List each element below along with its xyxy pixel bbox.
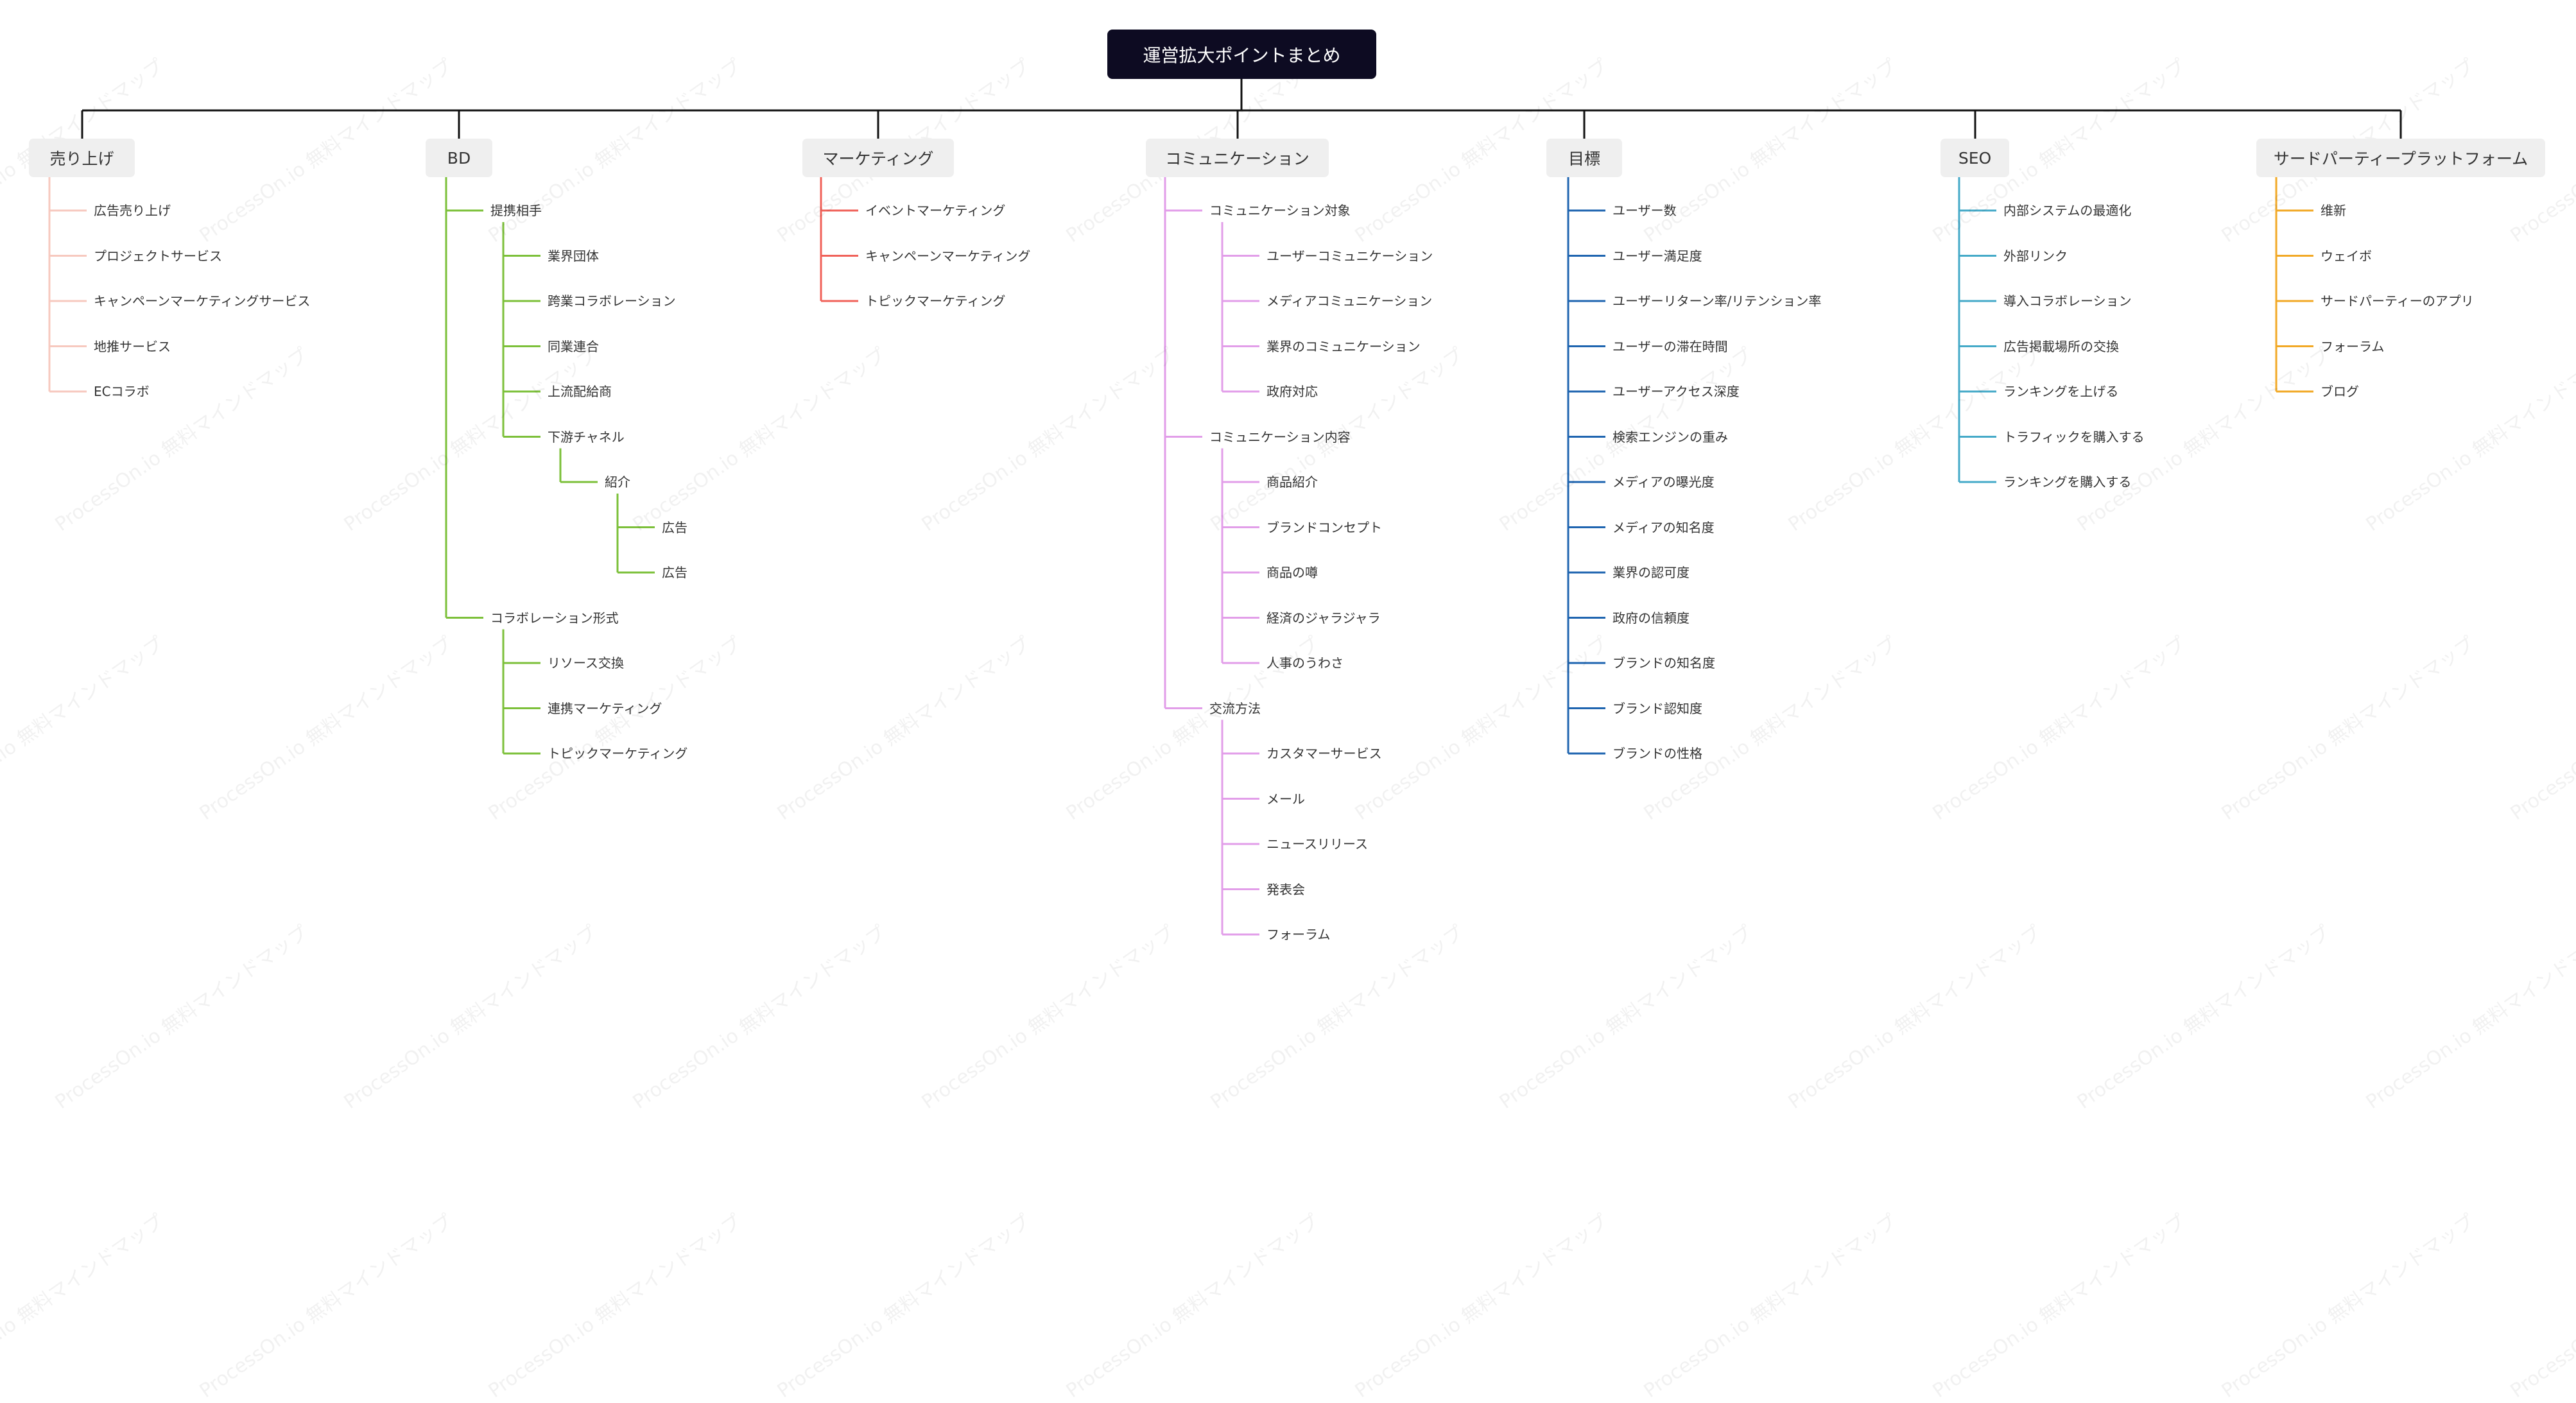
topic-node[interactable]: 提携相手 (490, 203, 542, 218)
topic-node[interactable]: 下游チャネル (548, 429, 625, 445)
watermark-text: ProcessOn.io 無料マインドマップ (1639, 1210, 1901, 1403)
topic-node[interactable]: コミュニケーション内容 (1209, 429, 1351, 445)
topic-node[interactable]: ユーザーの滞在時間 (1612, 338, 1728, 354)
topic-node[interactable]: 人事のうわさ (1266, 655, 1344, 671)
topic-node[interactable]: 連携マーケティング (548, 700, 662, 716)
topic-node[interactable]: フォーラム (2321, 338, 2385, 354)
topic-node[interactable]: ブランドの性格 (1612, 746, 1702, 761)
branch-third-party-platform[interactable]: サードパーティープラットフォーム (2256, 139, 2545, 177)
watermark-text: ProcessOn.io 無料マインドマップ (1351, 1210, 1612, 1403)
root-topic[interactable]: 運営拡大ポイントまとめ (1107, 30, 1376, 79)
topic-node[interactable]: ユーザーアクセス深度 (1612, 384, 1740, 399)
topic-node[interactable]: トラフィックを購入する (2003, 429, 2145, 445)
topic-node[interactable]: 導入コラボレーション (2003, 293, 2132, 309)
branch-bd[interactable]: BD (426, 139, 492, 177)
topic-node[interactable]: ウェイボ (2321, 248, 2372, 264)
topic-node[interactable]: 広告 (662, 519, 687, 535)
topic-node[interactable]: メディアの知名度 (1612, 519, 1715, 535)
connector-lines (48, 79, 2402, 936)
topic-node[interactable]: キャンペーンマーケティングサービス (94, 293, 311, 309)
topic-node[interactable]: 業界のコミュニケーション (1266, 338, 1421, 354)
topic-node[interactable]: ブランドコンセプト (1266, 519, 1382, 535)
topic-node[interactable]: 地推サービス (94, 338, 171, 354)
watermark-text: ProcessOn.io 無料マインドマップ (773, 1210, 1035, 1403)
topic-node[interactable]: 検索エンジンの重み (1612, 429, 1728, 445)
topic-node[interactable]: フォーラム (1266, 927, 1331, 942)
topic-node[interactable]: メディアの曝光度 (1612, 474, 1715, 490)
topic-node[interactable]: 外部リンク (2003, 248, 2068, 264)
watermark-text: ProcessOn.io 無料マインドマップ (0, 1210, 168, 1403)
topic-node[interactable]: ブログ (2321, 384, 2359, 399)
topic-node[interactable]: プロジェクトサービス (94, 248, 222, 264)
topic-node[interactable]: 政府対応 (1266, 384, 1318, 399)
topic-node[interactable]: 内部システムの最適化 (2003, 203, 2132, 218)
branch-goals[interactable]: 目標 (1546, 139, 1622, 177)
topic-node[interactable]: 紹介 (605, 474, 630, 490)
topic-node[interactable]: キャンペーンマーケティング (865, 248, 1031, 264)
watermark-text: ProcessOn.io 無料マインドマップ (1928, 1210, 2190, 1403)
topic-node[interactable]: ランキングを購入する (2003, 474, 2132, 490)
topic-node[interactable]: 交流方法 (1209, 700, 1261, 716)
topic-node[interactable]: 商品紹介 (1266, 474, 1318, 490)
topic-node[interactable]: コミュニケーション対象 (1209, 203, 1351, 218)
topic-node[interactable]: 维新 (2321, 203, 2346, 218)
watermark-text: ProcessOn.io 無料マインドマップ (2217, 1210, 2479, 1403)
topic-node[interactable]: 政府の信頼度 (1612, 610, 1690, 626)
branch-seo[interactable]: SEO (1941, 139, 2009, 177)
watermark-text: ProcessOn.io 無料マインドマップ (195, 1210, 457, 1403)
watermark-text: ProcessOn.io 無料マインドマップ (1062, 1210, 1324, 1403)
topic-node[interactable]: 商品の噂 (1266, 565, 1318, 580)
topic-node[interactable]: コラボレーション形式 (490, 610, 619, 626)
branch-marketing[interactable]: マーケティング (802, 139, 954, 177)
topic-node[interactable]: 業界の認可度 (1612, 565, 1690, 580)
topic-node[interactable]: メール (1266, 791, 1305, 807)
topic-node[interactable]: ランキングを上げる (2003, 384, 2119, 399)
topic-node[interactable]: ユーザー数 (1612, 203, 1677, 218)
topic-node[interactable]: 上流配給商 (548, 384, 612, 399)
topic-node[interactable]: リソース交換 (548, 655, 624, 671)
topic-node[interactable]: 発表会 (1266, 881, 1305, 897)
topic-node[interactable]: トピックマーケティング (548, 746, 688, 761)
topic-node[interactable]: ユーザーリターン率/リテンション率 (1612, 293, 1822, 309)
topic-node[interactable]: 経済のジャラジャラ (1266, 610, 1381, 626)
topic-node[interactable]: 広告売り上げ (94, 203, 171, 218)
topic-node[interactable]: ブランド認知度 (1612, 700, 1702, 716)
topic-node[interactable]: サードパーティーのアプリ (2321, 293, 2474, 309)
topic-node[interactable]: メディアコミュニケーション (1266, 293, 1433, 309)
topic-node[interactable]: 同業連合 (548, 338, 599, 354)
topic-node[interactable]: ユーザー満足度 (1612, 248, 1702, 264)
topic-node[interactable]: ユーザーコミュニケーション (1266, 248, 1433, 264)
topic-node[interactable]: 広告掲載場所の交換 (2003, 338, 2119, 354)
topic-node[interactable]: 跨業コラボレーション (548, 293, 676, 309)
topic-node[interactable]: ブランドの知名度 (1612, 655, 1715, 671)
topic-node[interactable]: トピックマーケティング (865, 293, 1006, 309)
branch-communication[interactable]: コミュニケーション (1146, 139, 1329, 177)
topic-node[interactable]: ニュースリリース (1266, 836, 1368, 852)
watermark-text: ProcessOn.io 無料マインドマップ (2506, 1210, 2576, 1403)
topic-node[interactable]: イベントマーケティング (865, 203, 1006, 218)
branch-sales[interactable]: 売り上げ (29, 139, 135, 177)
topic-node[interactable]: ECコラボ (94, 384, 150, 399)
topic-node[interactable]: 広告 (662, 565, 687, 580)
topic-node[interactable]: カスタマーサービス (1266, 746, 1382, 761)
watermark-text: ProcessOn.io 無料マインドマップ (484, 1210, 746, 1403)
topic-node[interactable]: 業界団体 (548, 248, 599, 264)
